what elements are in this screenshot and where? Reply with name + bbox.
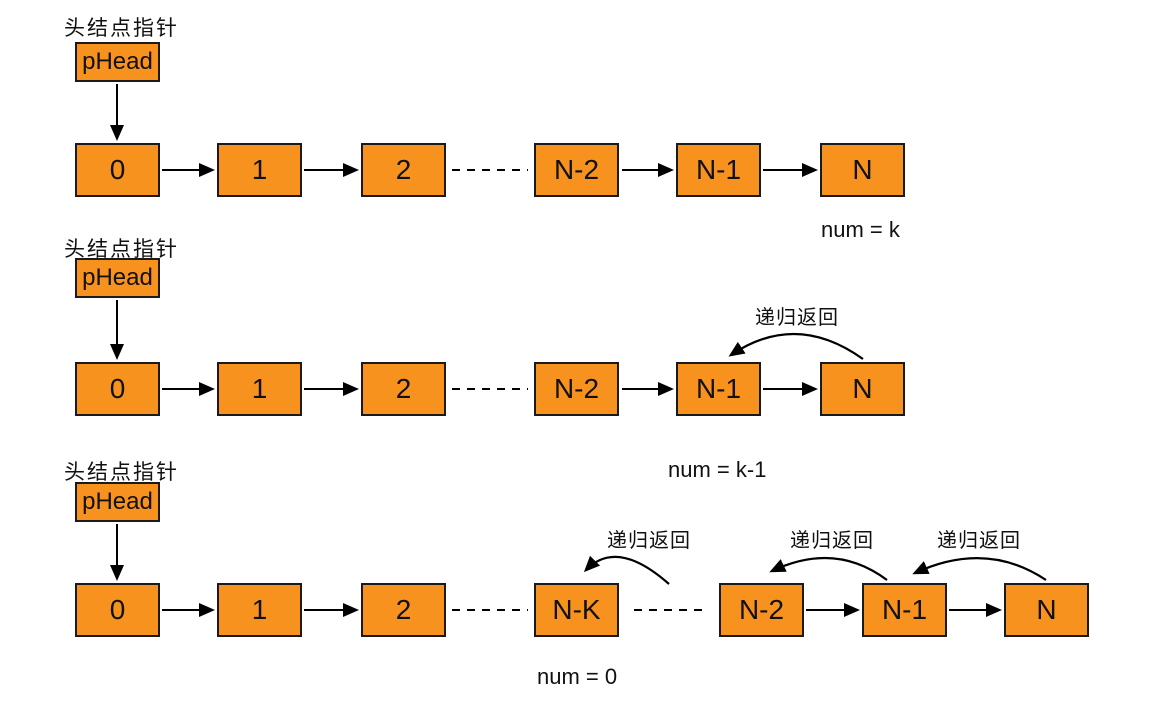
recursion-return-arrow: [728, 332, 864, 360]
recursion-return-arrow: [769, 556, 888, 581]
recursion-return-arrow: [912, 557, 1047, 581]
recursion-return-arrow: [583, 555, 670, 585]
